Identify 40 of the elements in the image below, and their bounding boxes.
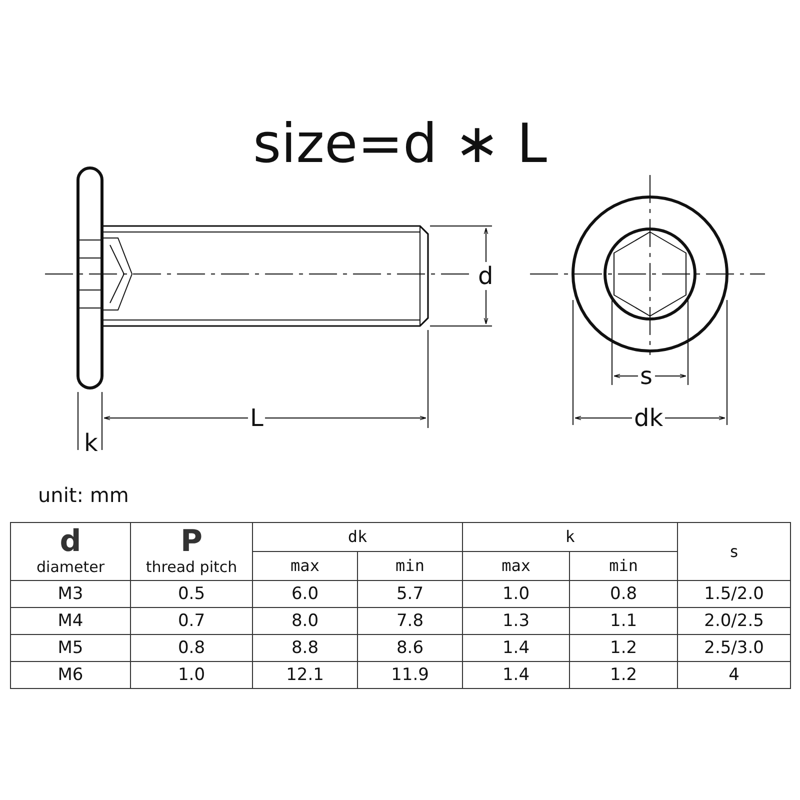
column-header: max [252, 552, 358, 580]
table-cell: 0.8 [570, 580, 678, 608]
table-cell: 1.1 [570, 608, 678, 634]
table-cell: 4 [678, 662, 791, 688]
column-header: s [678, 522, 791, 580]
table-cell: 7.8 [358, 608, 463, 634]
column-symbol: P [180, 526, 204, 556]
table-cell: M6 [10, 662, 130, 688]
table-cell: 1.4 [462, 662, 570, 688]
table-cell: 2.5/3.0 [678, 634, 791, 662]
table-cell: 8.8 [252, 634, 358, 662]
column-header: max [462, 552, 570, 580]
table-cell: 1.0 [130, 662, 252, 688]
table-cell: M3 [10, 580, 130, 608]
table-cell: 2.0/2.5 [678, 608, 791, 634]
table-cell: 8.6 [358, 634, 463, 662]
table-cell: M5 [10, 634, 130, 662]
table-cell: 0.7 [130, 608, 252, 634]
column-symbol: d [58, 526, 82, 556]
table-cell: 1.3 [462, 608, 570, 634]
table-cell: 11.9 [358, 662, 463, 688]
column-header: min [358, 552, 463, 580]
title: size=d ∗ L [252, 112, 548, 176]
table-cell: 0.8 [130, 634, 252, 662]
table-cell: 1.0 [462, 580, 570, 608]
table-cell: 8.0 [252, 608, 358, 634]
column-header: k [462, 522, 678, 552]
unit-note: unit: mm [38, 482, 129, 508]
table-cell: 6.0 [252, 580, 358, 608]
table-cell: 1.5/2.0 [678, 580, 791, 608]
table-cell: M4 [10, 608, 130, 634]
table-cell: 0.5 [130, 580, 252, 608]
table-cell: 5.7 [358, 580, 463, 608]
column-header: dk [252, 522, 463, 552]
column-header: diameter [36, 556, 106, 576]
table-cell: 1.2 [570, 634, 678, 662]
table-cell: 1.2 [570, 662, 678, 688]
column-header: thread pitch [144, 556, 238, 576]
table-cell: 12.1 [252, 662, 358, 688]
table-cell: 1.4 [462, 634, 570, 662]
